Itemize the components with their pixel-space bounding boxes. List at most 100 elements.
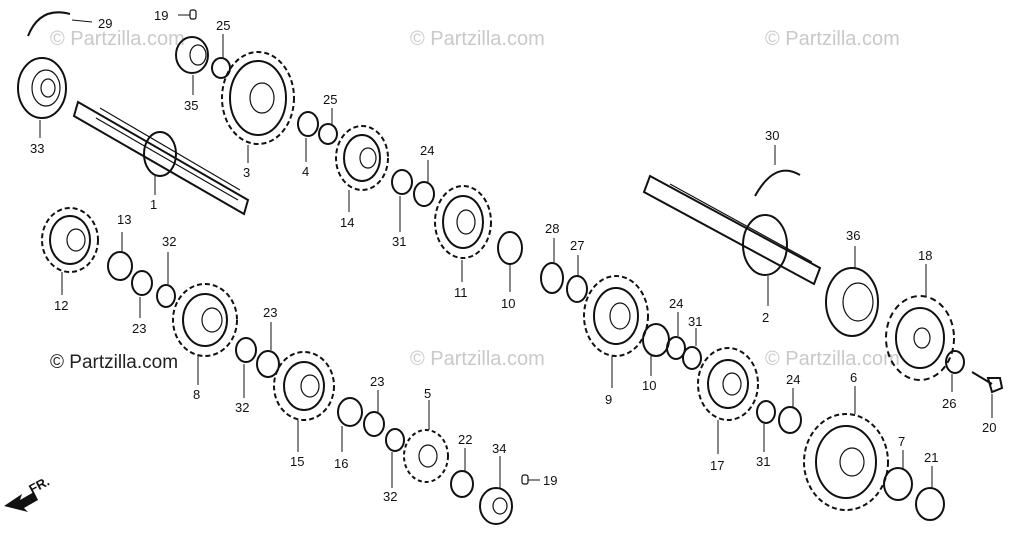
watermark: © Partzilla.com [50,28,185,50]
callout-label: 2 [762,310,769,325]
part-pin[interactable] [521,474,540,485]
watermark: © Partzilla.com [50,352,178,373]
part-gear[interactable] [172,283,238,385]
part-gear[interactable] [803,386,889,511]
part-clip[interactable] [27,11,93,37]
callout-label: 11 [454,285,468,300]
callout-label: 30 [765,128,779,143]
part-bolt[interactable] [971,371,1004,418]
callout-label: 14 [340,215,354,230]
callout-label: 32 [162,234,176,249]
callout-label: 25 [216,18,230,33]
part-circlip[interactable] [235,337,257,398]
callout-label: 4 [302,164,309,179]
part-gear[interactable] [403,400,449,483]
callout-label: 12 [54,298,68,313]
callout-label: 28 [545,221,559,236]
callout-label: 31 [688,314,702,329]
part-mainshaft[interactable] [72,100,250,216]
part-bushing[interactable] [642,323,670,376]
part-washer[interactable] [363,390,385,437]
part-bushing[interactable] [883,450,913,501]
part-bushing[interactable] [337,397,363,452]
direction-label: FR. [26,474,52,497]
callout-label: 19 [543,473,557,488]
callout-label: 5 [424,386,431,401]
callout-label: 34 [492,441,506,456]
part-countershaft[interactable] [642,174,822,306]
part-clip[interactable] [754,145,801,197]
callout-label: 1 [150,197,157,212]
callout-label: 7 [898,434,905,449]
callout-label: 22 [458,432,472,447]
callout-label: 6 [850,370,857,385]
part-circlip[interactable] [385,428,405,488]
part-washer[interactable] [413,160,435,207]
callout-label: 13 [117,212,131,227]
callout-label: 32 [383,489,397,504]
part-gear[interactable] [434,185,492,282]
part-drive-sprocket[interactable] [885,264,955,381]
callout-label: 25 [323,92,337,107]
part-gear[interactable] [221,51,295,163]
callout-label: 18 [918,248,932,263]
part-circlip[interactable] [391,169,413,232]
callout-label: 3 [243,165,250,180]
part-collar[interactable] [479,456,513,525]
part-washer[interactable] [211,34,231,79]
part-oil-seal[interactable] [825,246,879,337]
callout-label: 24 [420,143,434,158]
part-gear[interactable] [697,347,759,454]
callout-label: 23 [263,305,277,320]
callout-label: 20 [982,420,996,435]
callout-label: 26 [942,396,956,411]
part-washer[interactable] [256,322,280,378]
part-washer[interactable] [131,270,153,318]
callout-label: 16 [334,456,348,471]
callout-label: 9 [605,392,612,407]
part-washer[interactable] [915,466,945,521]
part-circlip[interactable] [156,252,176,308]
part-washer[interactable] [778,388,802,434]
part-bushing[interactable] [107,232,133,281]
watermark: © Partzilla.com [410,28,545,50]
part-washer[interactable] [566,255,588,303]
callout-label: 31 [392,234,406,249]
callout-label: 23 [370,374,384,389]
callout-label: 23 [132,321,146,336]
part-gear[interactable] [583,275,649,388]
callout-label: 35 [184,98,198,113]
callout-label: 24 [786,372,800,387]
watermark: © Partzilla.com [410,348,545,370]
callout-label: 33 [30,141,44,156]
callout-label: 10 [501,296,515,311]
part-gear[interactable] [41,207,99,295]
part-circlip[interactable] [682,328,702,370]
part-washer[interactable] [450,448,474,498]
part-pin[interactable] [178,9,197,20]
callouts: 2 9 19 25 35 33 3 25 4 1 14 24 31 11 12 1… [30,8,996,504]
callout-label: 10 [642,378,656,393]
callout-label: 21 [924,450,938,465]
callout-label: 27 [570,238,584,253]
part-washer[interactable] [318,108,338,145]
callout-label: 31 [756,454,770,469]
part-gear[interactable] [335,125,389,212]
part-bearing[interactable] [17,57,67,138]
part-washer[interactable] [945,350,965,392]
part-circlip[interactable] [756,400,776,452]
callout-label: 15 [290,454,304,469]
part-bushing[interactable] [297,111,319,162]
callout-label: 32 [235,400,249,415]
part-washer[interactable] [666,312,686,360]
callout-label: 8 [193,387,200,402]
part-bushing[interactable] [497,231,523,292]
part-gear[interactable] [273,351,335,452]
callout-label: 36 [846,228,860,243]
part-washer[interactable] [540,238,564,294]
part-needle-bearing[interactable] [175,36,209,95]
callout-label: 24 [669,296,683,311]
callout-label: 19 [154,8,168,23]
